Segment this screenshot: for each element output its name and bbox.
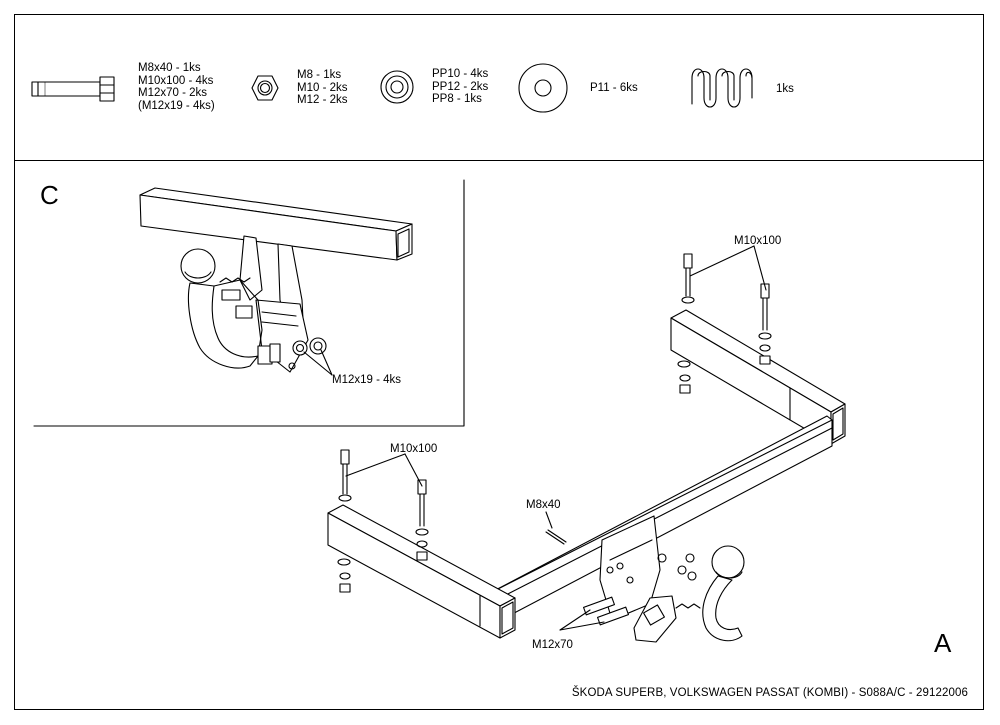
parts-divider [14,160,984,161]
view-a-assembly [327,309,846,643]
spring-label: 1ks [776,83,794,95]
bolt-stack-right-2 [758,283,772,365]
washer-list-item: PP10 - 4ks [432,68,489,80]
m10-label-left: M10x100 [390,443,437,455]
m12-label: M12x70 [532,639,573,651]
nut-icon [251,75,279,101]
washer-icon [380,70,414,104]
nut-list: M8 - 1ks M10 - 2ks M12 - 2ks [297,69,348,107]
washer-list-item: PP12 - 2ks [432,80,489,93]
spring-icon [691,68,753,108]
bolt-stack-left-2 [415,479,429,561]
washer-list: PP10 - 4ks PP12 - 2ks PP8 - 1ks [432,68,488,106]
bolt-list: M8x40 - 1ks M10x100 - 4ks M12x70 - 2ks (… [138,62,215,112]
detail-c-panel [33,179,465,427]
bolt-list-item: M10x100 - 4ks [138,74,214,87]
nut-list-item: M8 - 1ks [297,69,342,81]
bolt-list-item: M8x40 - 1ks [138,62,201,74]
washer-list-item: PP8 - 1ks [432,93,482,105]
plate-washer-label: P11 - 6ks [590,82,638,94]
nut-list-item: M10 - 2ks [297,81,348,94]
detail-c-letter: C [40,180,59,210]
bolt-stack-left-1 [337,449,352,593]
bolt-stack-right-1 [677,253,695,394]
bolt-icon [31,76,115,102]
view-a-letter: A [934,628,952,658]
m10-label-right: M10x100 [734,235,781,247]
drawing-frame [14,14,984,710]
drawing-title: ŠKODA SUPERB, VOLKSWAGEN PASSAT (KOMBI) … [571,687,968,699]
bolt-list-item: M12x70 - 2ks [138,87,208,99]
bolt-list-item: (M12x19 - 4ks) [138,99,215,112]
plate-washer-icon [518,63,568,113]
m8-label: M8x40 [526,499,561,511]
detail-c-bolt-label: M12x19 - 4ks [332,374,401,386]
m10-leaders [345,245,767,487]
nut-list-item: M12 - 2ks [297,94,348,106]
